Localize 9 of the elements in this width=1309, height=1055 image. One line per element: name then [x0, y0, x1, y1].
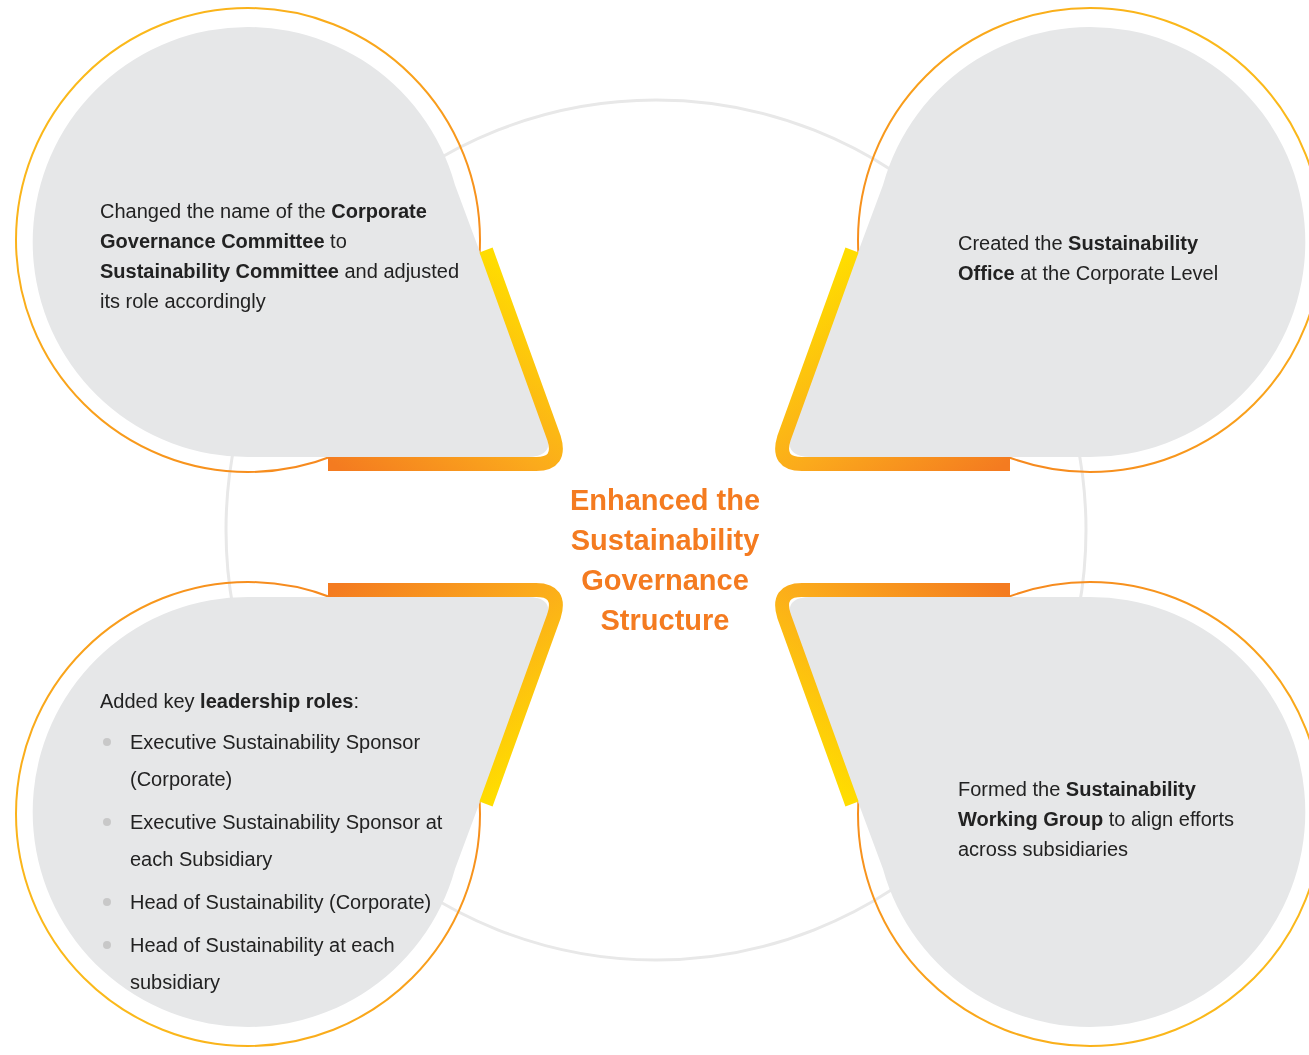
list-item: Executive Sustainability Sponsor (Corporate) [100, 724, 460, 798]
list-item: Head of Sustainability at each subsidiary [100, 927, 460, 1001]
list-item: Executive Sustainability Sponsor at each Subsidiary [100, 804, 460, 878]
list-item: Head of Sustainability (Corporate) [100, 884, 460, 921]
card-text: Created the Sustainability Office at the Corporate Level [958, 231, 1220, 286]
card-text: Formed the Sustainability Working Group to align efforts across subsidiaries [958, 777, 1235, 862]
card-text: Changed the name of the Corporate Governance Committee to Sustainability Committee and adjusted its role accordingly [100, 199, 461, 314]
title: Enhanced the Sustainability Governance Structure [568, 483, 762, 638]
card-text: Added key leadership roles: [100, 689, 361, 714]
